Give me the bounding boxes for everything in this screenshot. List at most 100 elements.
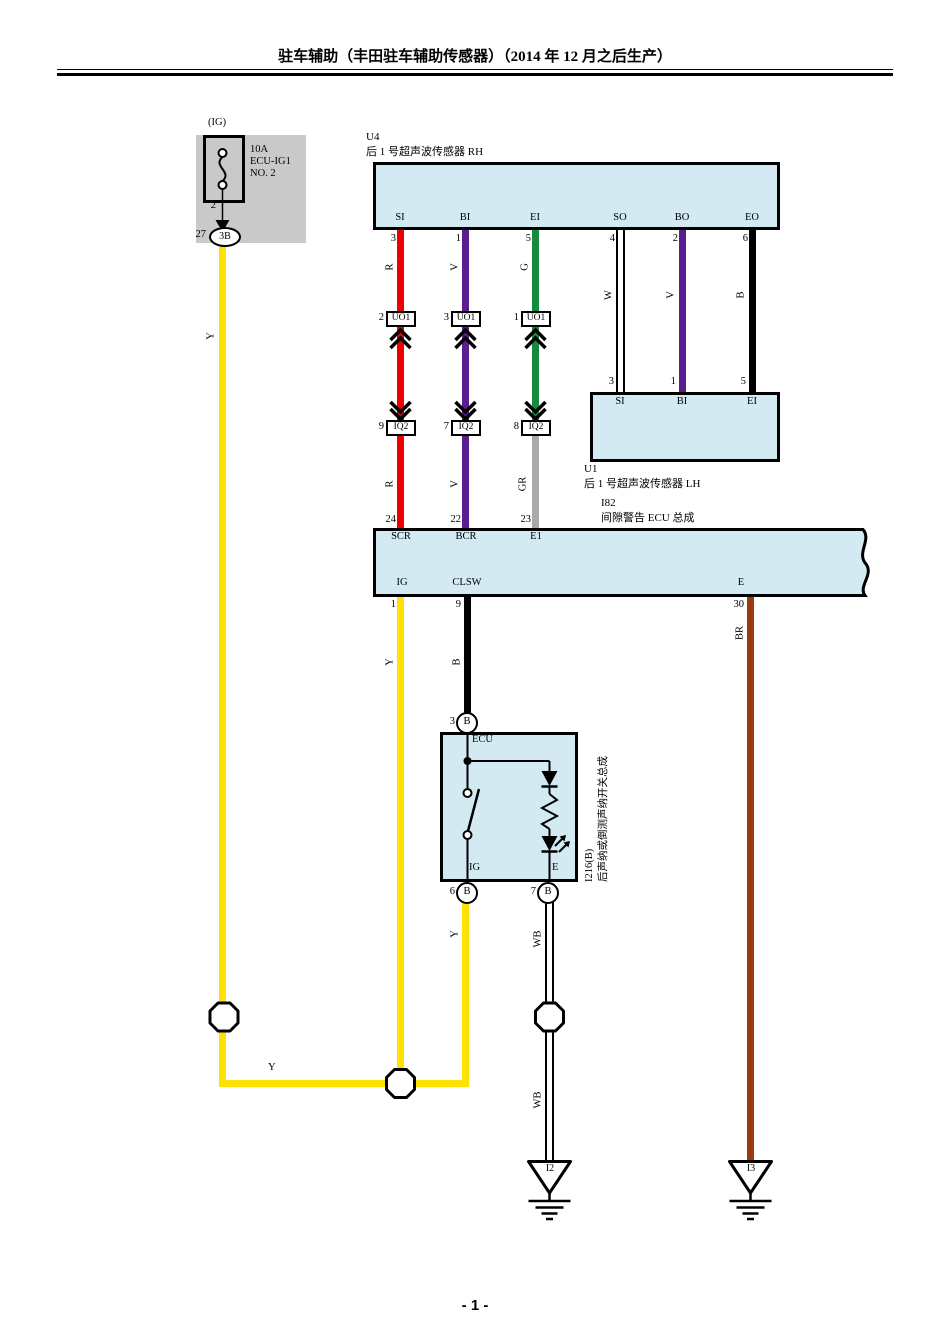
ecu-pin-label-ig: IG bbox=[396, 577, 408, 588]
pin-num-ei: 5 bbox=[525, 233, 531, 244]
connector-iq2-1: IQ2 bbox=[386, 420, 416, 436]
ground-symbol-left-icon bbox=[527, 1160, 572, 1221]
uo1-pin-1: 2 bbox=[378, 312, 384, 323]
wire-gr-ei bbox=[532, 430, 539, 528]
switch-name: 后声纳或倒测声纳开关总成 bbox=[598, 756, 609, 882]
wire-label-wb-1: WB bbox=[532, 930, 544, 948]
switch-vertical-label: I216(B) 后声纳或倒测声纳开关总成 bbox=[584, 742, 610, 882]
connector-b-top: B bbox=[456, 712, 478, 734]
sonar-switch-box bbox=[440, 732, 578, 882]
wire-label-br: BR bbox=[734, 625, 746, 641]
connector-3b-oval: 3B bbox=[209, 227, 241, 247]
wire-label-r-1: R bbox=[384, 263, 396, 271]
ground-right-label: I3 bbox=[746, 1163, 756, 1174]
switch-inner-label: ECU bbox=[472, 734, 493, 745]
wire-label-b-clsw: B bbox=[451, 658, 463, 666]
ecu-pin-num-e1: 23 bbox=[520, 514, 532, 525]
page-number: - 1 - bbox=[461, 1297, 489, 1314]
pin-num-eo: 6 bbox=[742, 233, 748, 244]
ecu-name: 间隙警告 ECU 总成 bbox=[601, 512, 695, 524]
fuse-group-label: (IG) bbox=[208, 117, 227, 128]
ecu-pin-num-scr: 24 bbox=[385, 514, 397, 525]
connector-uo1-3: UO1 bbox=[521, 311, 551, 327]
wire-b-clsw bbox=[464, 597, 471, 714]
pin-label-bo: BO bbox=[674, 212, 690, 223]
uo1-pin-2: 3 bbox=[443, 312, 449, 323]
switch-top-conn-num: 3 bbox=[449, 716, 455, 727]
wire-v-bi bbox=[462, 230, 469, 528]
iq2-pin-2: 7 bbox=[443, 421, 449, 432]
pin-label-bi: BI bbox=[459, 212, 471, 223]
pin-num-bi: 1 bbox=[455, 233, 461, 244]
wire-label-v-2: V bbox=[665, 291, 677, 299]
switch-code: I216(B) bbox=[584, 848, 595, 882]
wire-label-wb-2: WB bbox=[532, 1091, 544, 1109]
ground-left-label: I2 bbox=[545, 1163, 555, 1174]
header-rule-thin bbox=[57, 69, 893, 70]
splice-octagon-icons bbox=[208, 1001, 565, 1099]
fuse-name-line1: ECU-IG1 bbox=[250, 156, 291, 167]
wire-label-b-1: B bbox=[735, 291, 747, 299]
switch-conn-ig-num: 6 bbox=[449, 886, 455, 897]
connector-b-ig: B bbox=[456, 882, 478, 904]
wire-label-y-switch: Y bbox=[449, 930, 461, 938]
pin-label-si: SI bbox=[395, 212, 405, 223]
wire-label-r-2: R bbox=[384, 480, 396, 488]
wire-br-ground bbox=[747, 597, 754, 1163]
chevron-down-arrows-icon bbox=[389, 400, 547, 422]
page-title: 驻车辅助（丰田驻车辅助传感器）（2014 年 12 月之后生产） bbox=[278, 49, 672, 65]
lh-pin-label-ei: EI bbox=[747, 396, 757, 407]
sensor-lh-code: U1 bbox=[584, 463, 598, 475]
wire-label-v-3: V bbox=[449, 480, 461, 488]
wire-y-bottom-run bbox=[219, 1080, 469, 1087]
header-rule-thick bbox=[57, 73, 893, 76]
connector-b-e: B bbox=[537, 882, 559, 904]
lh-pin-num-ei: 5 bbox=[740, 376, 746, 387]
sensor-rh-box bbox=[373, 162, 780, 230]
connector-iq2-2: IQ2 bbox=[451, 420, 481, 436]
wire-label-y-fuse: Y bbox=[205, 332, 217, 340]
lh-pin-label-bi: BI bbox=[676, 396, 688, 407]
wire-label-y-bottom: Y bbox=[268, 1062, 276, 1073]
ecu-pin-num-e: 30 bbox=[733, 599, 745, 610]
wire-y-ecu-ig bbox=[397, 597, 404, 1083]
ecu-pin-num-ig: 1 bbox=[390, 599, 396, 610]
iq2-pin-3: 8 bbox=[513, 421, 519, 432]
ecu-pin-label-e: E bbox=[737, 577, 745, 588]
fuse-name-line2: NO. 2 bbox=[250, 168, 276, 179]
ecu-pin-label-clsw: CLSW bbox=[452, 577, 482, 588]
chevron-up-arrows-icon bbox=[389, 327, 547, 350]
connector-iq2-3: IQ2 bbox=[521, 420, 551, 436]
wire-y-switch-ig bbox=[462, 902, 469, 1087]
sensor-lh-name: 后 1 号超声波传感器 LH bbox=[584, 478, 701, 490]
connector-uo1-2: UO1 bbox=[451, 311, 481, 327]
sensor-rh-code: U4 bbox=[366, 131, 380, 143]
fuse-rating: 10A bbox=[250, 144, 269, 155]
wire-w-so bbox=[616, 230, 625, 392]
connector-uo1-1: UO1 bbox=[386, 311, 416, 327]
switch-conn-e-num: 7 bbox=[530, 886, 536, 897]
wire-y-fuse-feed bbox=[219, 246, 226, 1087]
uo1-pin-3: 1 bbox=[513, 312, 519, 323]
switch-pin-ig: IG bbox=[469, 862, 481, 873]
wire-v-bo bbox=[679, 230, 686, 392]
iq2-pin-1: 9 bbox=[378, 421, 384, 432]
lh-pin-label-si: SI bbox=[615, 396, 625, 407]
pin-label-so: SO bbox=[613, 212, 627, 223]
wire-b-eo bbox=[749, 230, 756, 392]
fuse-pin-number: 2 bbox=[210, 200, 216, 211]
fuse-box bbox=[203, 135, 245, 203]
switch-circuit-graphics bbox=[462, 734, 570, 882]
ecu-pin-label-scr: SCR bbox=[391, 531, 411, 542]
lh-pin-num-bi: 1 bbox=[670, 376, 676, 387]
sensor-rh-name: 后 1 号超声波传感器 RH bbox=[366, 146, 484, 158]
wire-label-y-ig: Y bbox=[384, 658, 396, 666]
wire-label-gr: GR bbox=[517, 476, 529, 492]
pin-num-so: 4 bbox=[609, 233, 615, 244]
ecu-pin-label-bcr: BCR bbox=[455, 531, 477, 542]
pin-label-ei: EI bbox=[530, 212, 540, 223]
pin-num-bo: 2 bbox=[672, 233, 678, 244]
ecu-pin-num-bcr: 22 bbox=[450, 514, 462, 525]
